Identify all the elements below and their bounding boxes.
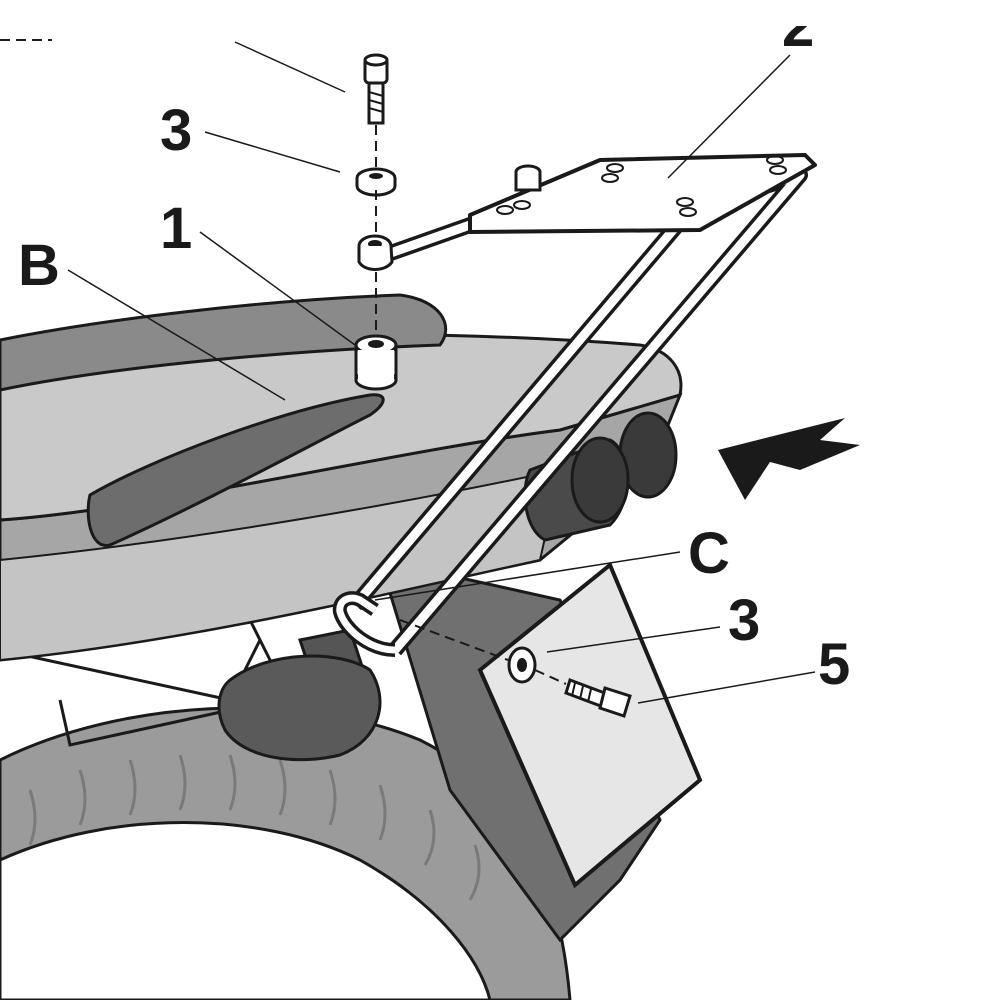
callout-c: C — [688, 521, 730, 586]
washer-side — [507, 646, 537, 684]
callout-b: B — [18, 233, 60, 298]
rack-frame — [332, 153, 817, 657]
grab-handle — [86, 393, 385, 547]
assembly-axis-lines — [0, 39, 567, 685]
spacer — [354, 334, 398, 391]
callout-3-bottom: 3 — [728, 588, 761, 653]
leader-lines — [67, 41, 816, 704]
side-screw — [564, 678, 632, 718]
license-plate — [477, 561, 703, 889]
callout-1: 1 — [160, 196, 193, 261]
direction-arrow-icon — [718, 418, 860, 500]
top-screw — [363, 53, 389, 125]
turn-signal — [217, 628, 382, 762]
seat — [0, 293, 448, 392]
callout-5: 5 — [818, 632, 851, 697]
callout-2: 2 — [782, 0, 815, 59]
rear-tire — [0, 706, 572, 1000]
callout-3-top: 3 — [160, 98, 193, 163]
